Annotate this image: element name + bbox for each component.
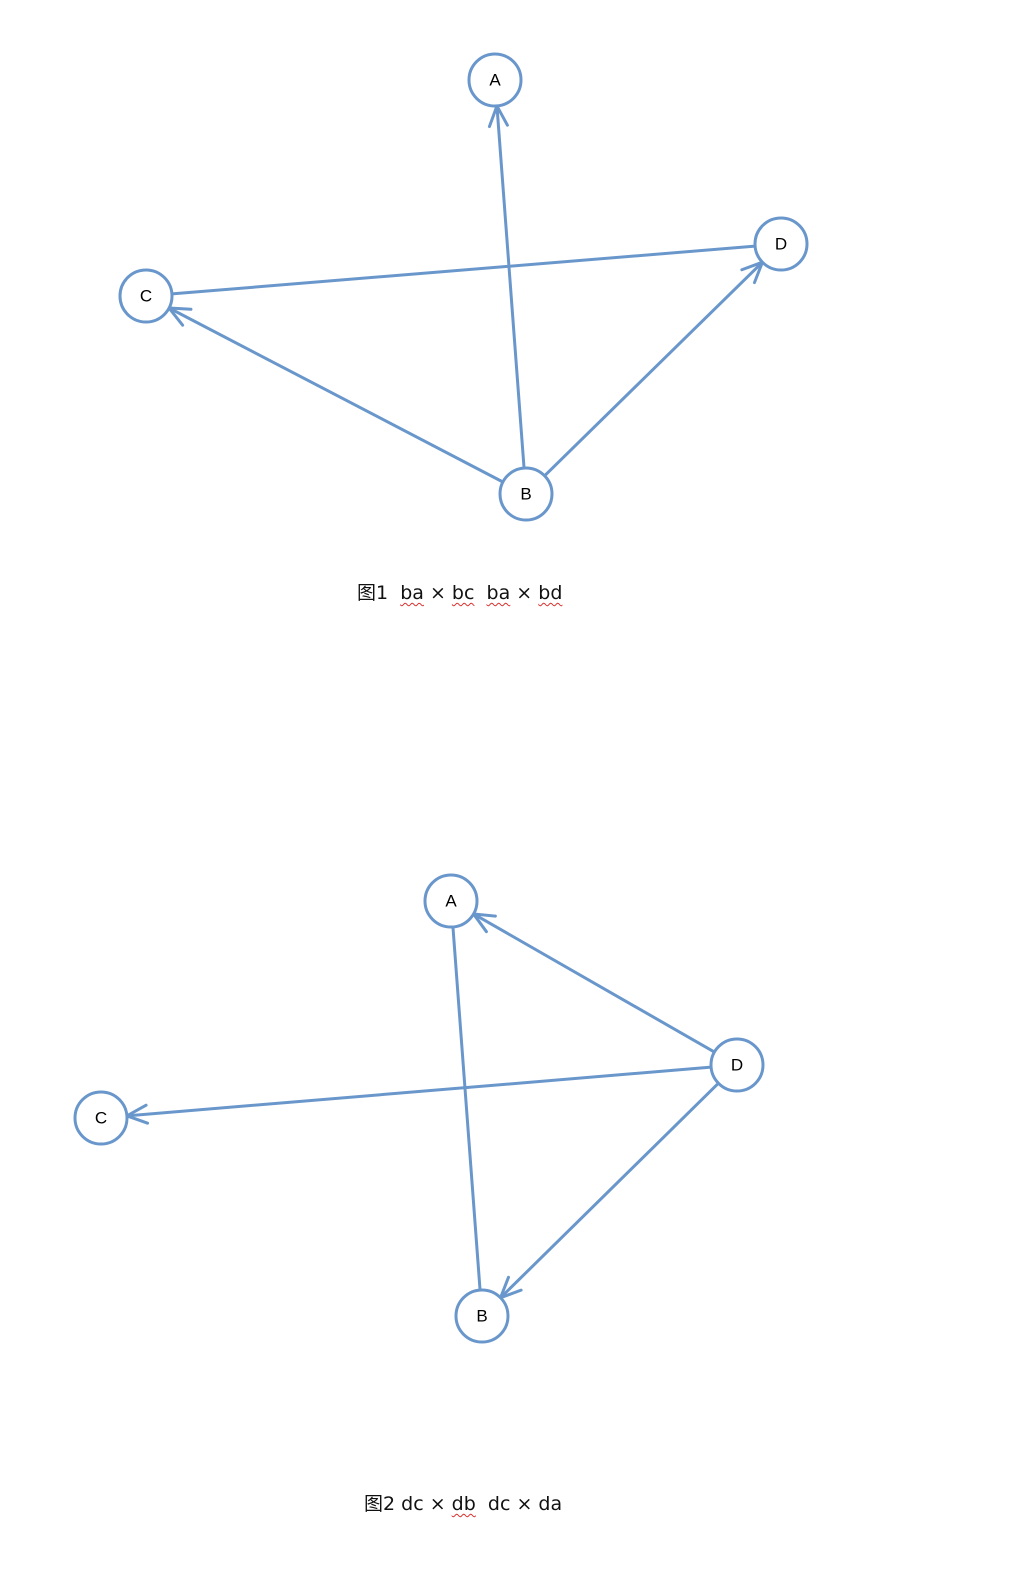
edge-d-b [499,1081,720,1300]
node-b: B [454,1288,510,1344]
caption-term-flagged: bd [538,582,563,604]
node-label: D [775,235,787,254]
edge-b-c [167,306,505,484]
node-a: A [467,52,523,108]
edge-d-a [472,912,716,1054]
node-a: A [423,873,479,929]
caption-term: da [538,1493,563,1515]
caption-term: × [429,582,446,604]
caption-term: × [516,1493,533,1515]
arrowhead [472,912,497,934]
node-label: A [445,892,457,911]
caption-term-flagged: ba [486,582,511,604]
edge-b-a [487,104,526,470]
caption-prefix: 图1 [357,582,389,604]
node-label: B [520,485,531,504]
caption-prefix: 图2 [364,1493,396,1515]
node-label: C [140,287,152,306]
figure-1-diagram: A B C D [118,52,809,522]
node-label: C [95,1109,107,1128]
node-label: B [476,1307,487,1326]
edge-d-c [125,1065,713,1125]
node-c: C [73,1090,129,1146]
node-c: C [118,268,174,324]
edge-a-b [451,925,482,1292]
figure-2-caption: 图2 dc × db dc × da [364,1489,562,1516]
node-d: D [709,1037,765,1093]
node-d: D [753,216,809,272]
caption-term: dc [401,1493,424,1515]
caption-term-flagged: db [451,1493,476,1515]
figure-2-diagram: A B C D [73,873,765,1344]
node-label: A [489,71,501,90]
node-b: B [498,466,554,522]
caption-term: dc [487,1493,511,1515]
caption-term: × [429,1493,446,1515]
node-label: D [731,1056,743,1075]
caption-term-flagged: ba [400,582,424,604]
edge-c-d [170,244,757,296]
edge-b-d [543,260,764,478]
figure-1-caption: 图1 ba × bc ba × bd [357,578,562,605]
caption-term: × [516,582,533,604]
caption-term-flagged: bc [451,582,475,604]
